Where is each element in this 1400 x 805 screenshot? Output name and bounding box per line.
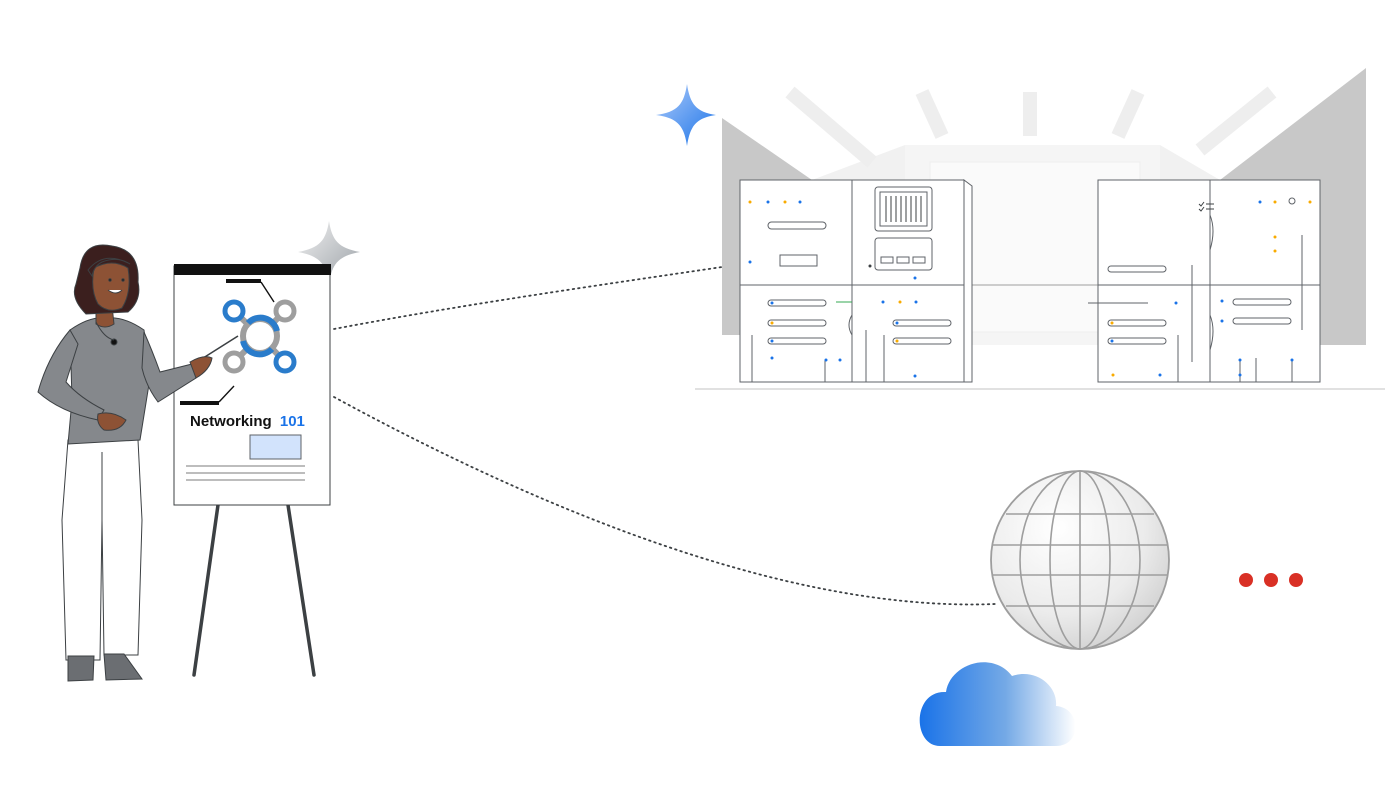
hair-fringe	[87, 257, 131, 278]
globe-icon	[990, 470, 1170, 650]
ellipsis-dots-icon	[1239, 573, 1303, 587]
connection-line-to-datacenter	[333, 266, 723, 330]
flip-chart-board	[173, 265, 331, 506]
microphone	[110, 338, 118, 346]
network-hub-icon	[222, 299, 297, 374]
left-arm	[37, 329, 105, 421]
cloud-icon	[919, 662, 1076, 746]
board-title-word: Networking	[190, 413, 272, 430]
pointer-stick	[199, 335, 239, 361]
easel: Networking 101	[173, 264, 331, 677]
ceiling-beams	[785, 86, 1277, 168]
resting-hand	[97, 412, 127, 431]
rack-right-leds	[1110, 200, 1312, 377]
server-rack-left	[739, 179, 973, 383]
board-title: Networking 101	[190, 413, 305, 430]
board-top-bar	[174, 264, 331, 275]
left-shoe	[67, 655, 95, 682]
connection-line-to-globe	[333, 396, 996, 606]
board-blue-box	[249, 434, 302, 460]
checklist-icon	[1198, 201, 1214, 212]
sparkle-icon-blue	[656, 84, 716, 146]
pants	[61, 439, 143, 661]
sparkle-icon-gray	[298, 221, 360, 284]
board-title-number: 101	[280, 413, 305, 430]
right-shoe	[103, 653, 143, 681]
left-wall	[722, 118, 812, 335]
data-center	[695, 68, 1385, 390]
rack-left-leds	[748, 200, 918, 378]
presenter-person	[37, 244, 213, 682]
face	[92, 262, 130, 311]
right-wall	[1220, 68, 1366, 345]
server-rack-right	[1088, 179, 1321, 383]
pointing-hand	[189, 356, 213, 379]
board-text-lines	[186, 465, 305, 481]
